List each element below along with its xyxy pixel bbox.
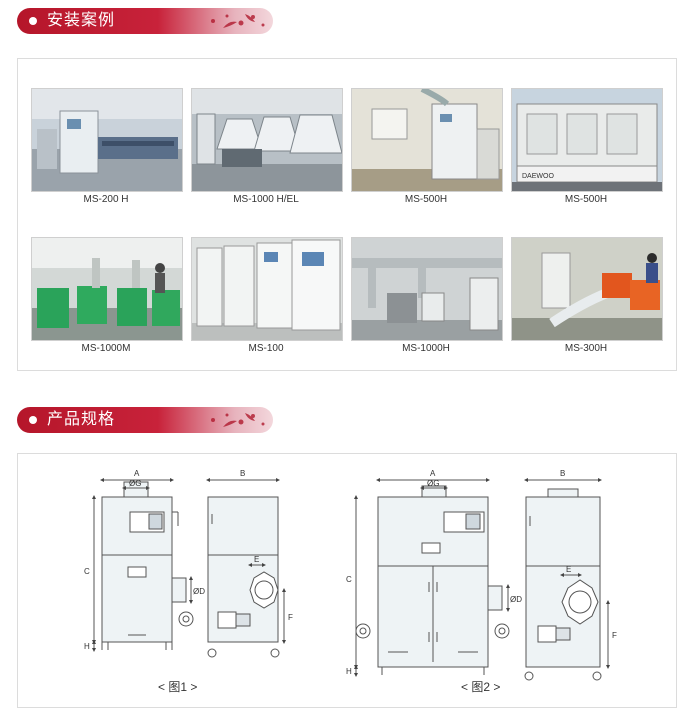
fig1-side-view — [206, 478, 286, 658]
fig1-front-view — [92, 478, 194, 652]
caption-2: MS-1000 H/EL — [233, 194, 299, 205]
section-title-cases: 安装案例 — [47, 12, 116, 29]
photo-ms-200h — [31, 88, 183, 192]
dim-label-a-2: A — [430, 469, 436, 478]
dim-label-d: ØD — [193, 587, 205, 596]
bullet-dot-icon — [29, 17, 37, 25]
spec-drawings: A ØG C H ØD B E F A ØG C H ØD B E F < 图1… — [17, 453, 677, 708]
section-header-cases: 安装案例 — [17, 8, 273, 34]
dim-label-g-2: ØG — [427, 479, 439, 488]
installation-gallery: MS-200 H MS-1000 H/EL MS-500H — [17, 58, 677, 371]
dim-label-a: A — [134, 469, 140, 478]
dim-label-e: E — [254, 555, 259, 564]
caption-3: MS-500H — [404, 194, 448, 205]
caption-7: MS-1000H — [402, 343, 450, 354]
dim-label-c: C — [84, 567, 90, 576]
dim-label-c-2: C — [346, 575, 352, 584]
photo-ms-1000hel — [191, 88, 343, 192]
dim-label-h: H — [84, 642, 90, 651]
dim-label-h-2: H — [346, 667, 352, 676]
dim-label-d-2: ØD — [510, 595, 522, 604]
dim-label-f: F — [288, 613, 293, 622]
caption-4: MS-500H — [564, 194, 608, 205]
dim-label-e-2: E — [566, 565, 571, 574]
floral-ornament-icon — [211, 14, 265, 28]
fig2-side-view — [524, 478, 610, 681]
dim-label-f-2: F — [612, 631, 617, 640]
section-header-specs: 产品规格 — [17, 407, 273, 433]
caption-1: MS-200 H — [83, 194, 129, 205]
floral-ornament-icon — [211, 413, 265, 427]
photo-ms-100 — [191, 237, 343, 341]
photo-ms-500h-b: DAEWOO — [511, 88, 663, 192]
dim-label-b-2: B — [560, 469, 565, 478]
caption-8: MS-300H — [564, 343, 608, 354]
truck-brand-label: DAEWOO — [522, 173, 554, 180]
fig2-front-view — [354, 478, 510, 677]
photo-ms-500h-a — [351, 88, 503, 192]
caption-6: MS-100 — [248, 343, 284, 354]
dim-label-g: ØG — [129, 479, 141, 488]
dim-label-b: B — [240, 469, 245, 478]
photo-ms-1000h — [351, 237, 503, 341]
dimension-drawing: A ØG C H ØD B E F A ØG C H ØD B E F — [84, 469, 617, 681]
bullet-dot-icon — [29, 416, 37, 424]
photo-ms-1000m — [31, 237, 183, 341]
section-title-specs: 产品规格 — [47, 411, 116, 428]
figure-2-caption: < 图2 > — [461, 680, 501, 694]
photo-ms-300h — [511, 237, 663, 341]
caption-5: MS-1000M — [81, 343, 131, 354]
figure-1-caption: < 图1 > — [158, 680, 198, 694]
